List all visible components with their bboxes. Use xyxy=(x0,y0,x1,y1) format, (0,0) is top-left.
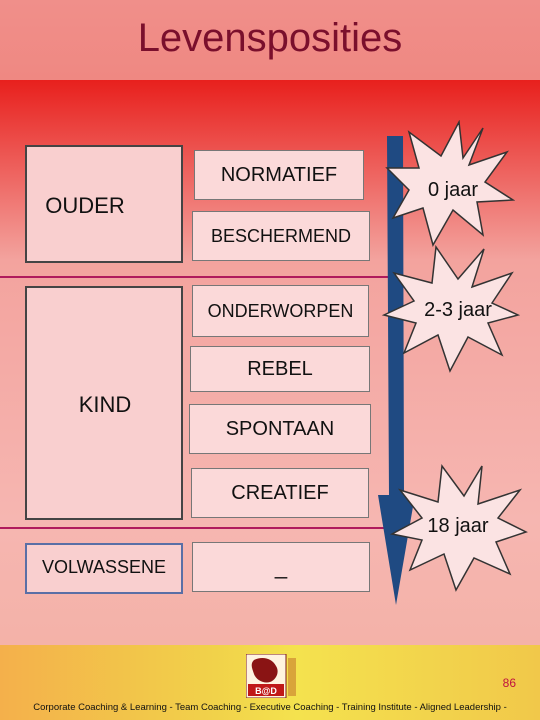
bad-logo: B@D xyxy=(246,654,296,698)
role-normatief: NORMATIEF xyxy=(194,150,364,200)
burst-0-jaar-text: 0 jaar xyxy=(428,179,478,201)
adult-box xyxy=(25,543,183,594)
logo-side-bar xyxy=(288,658,296,696)
role-rebel: REBEL xyxy=(190,346,370,392)
logo-lion-head xyxy=(251,658,278,683)
burst-0-jaar: 0 jaar xyxy=(385,120,515,247)
logo-text: B@D xyxy=(255,686,277,696)
footer-tagline: Corporate Coaching & Learning - Team Coa… xyxy=(33,702,507,713)
burst-18-jaar: 18 jaar xyxy=(390,464,528,592)
burst-2-3-jaar-shape xyxy=(381,244,520,373)
time-arrow-shape xyxy=(378,136,415,605)
parent-label: OUDER xyxy=(45,193,125,218)
child-box xyxy=(25,286,183,520)
parent-box xyxy=(25,145,183,263)
divider-parent-child xyxy=(0,276,392,278)
burst-2-3-jaar: 2-3 jaar xyxy=(381,244,520,373)
role-onderworpen: ONDERWORPEN xyxy=(192,285,369,337)
logo-plate xyxy=(248,684,284,696)
page-number: 86 xyxy=(502,676,516,690)
adult-label: VOLWASSENE xyxy=(41,557,167,577)
role-creatief: CREATIEF xyxy=(191,468,369,518)
child-label: KIND xyxy=(78,392,132,417)
role-volwassene-box: _ xyxy=(192,542,370,592)
burst-2-3-jaar-text: 2-3 jaar xyxy=(424,299,492,321)
burst-0-jaar-shape xyxy=(385,120,515,247)
role-beschermend: BESCHERMEND xyxy=(192,211,370,261)
burst-18-jaar-text: 18 jaar xyxy=(427,515,488,537)
role-spontaan: SPONTAAN xyxy=(189,404,371,454)
slide-title: Levensposities xyxy=(137,16,403,60)
divider-child-adult xyxy=(0,527,392,529)
burst-18-jaar-shape xyxy=(390,464,528,592)
